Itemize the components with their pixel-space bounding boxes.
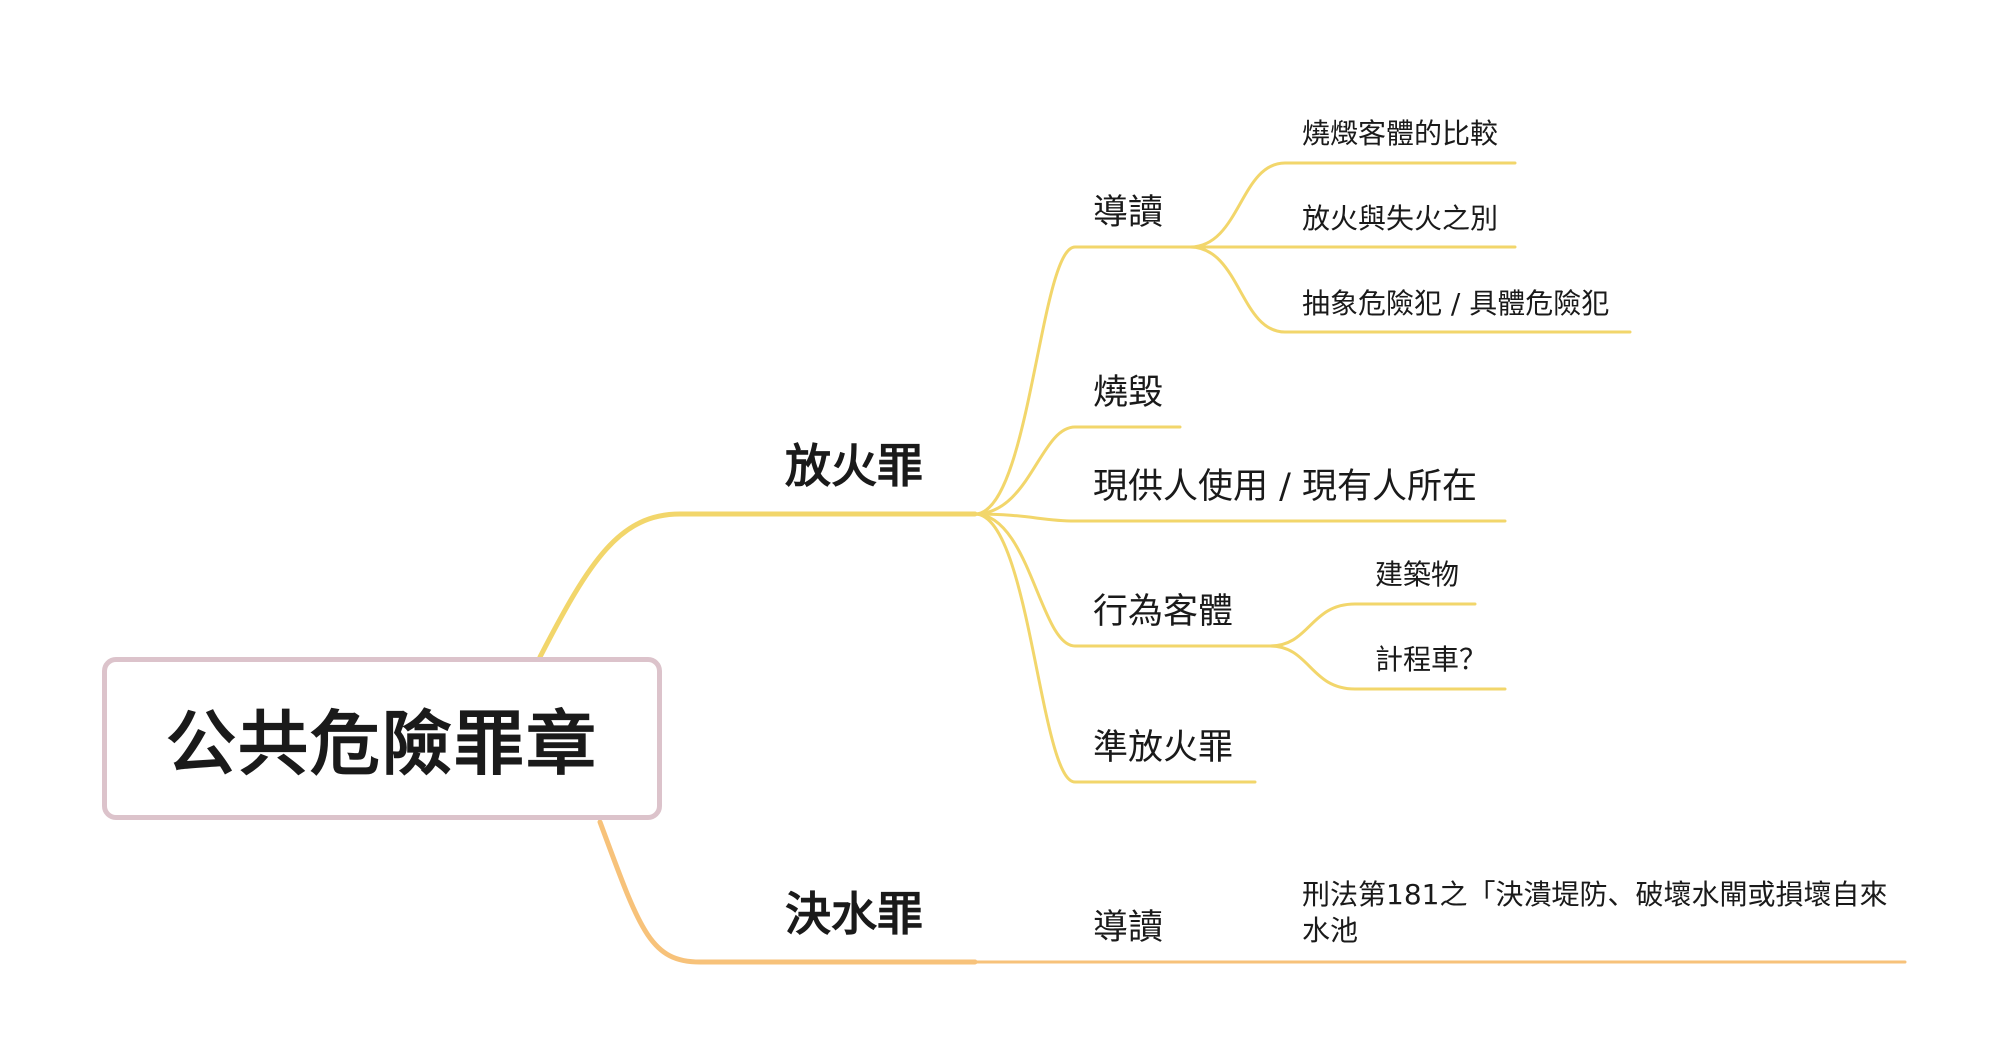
leaf-water-intro-note-label: 刑法第181之「決潰堤防、破壞水閘或損壞自來水池 — [1302, 878, 1888, 947]
branch-water[interactable]: 決水罪 — [785, 878, 923, 944]
topic-fire-burn-label: 燒毀 — [1093, 373, 1164, 413]
topic-fire-object[interactable]: 行為客體 — [1093, 583, 1233, 634]
link-fire-burn — [973, 425, 1182, 516]
leaf-water-intro-note[interactable]: 刑法第181之「決潰堤防、破壞水閘或損壞自來水池 — [1302, 877, 1902, 949]
link-fire-intro — [973, 245, 1192, 516]
branch-water-label: 決水罪 — [785, 887, 923, 941]
leaf-object-taxi[interactable]: 計程車？ — [1375, 638, 1487, 678]
link-fire-inuse — [973, 512, 1507, 523]
leaf-object-taxi-label: 計程車？ — [1375, 643, 1488, 676]
link-root-water — [597, 819, 978, 965]
topic-fire-inuse[interactable]: 現供人使用 / 現有人所在 — [1093, 458, 1477, 509]
topic-water-intro-label: 導讀 — [1093, 908, 1164, 948]
leaf-intro-compare-label: 燒燬客體的比較 — [1302, 117, 1499, 150]
leaf-intro-arson-vs-negligence-label: 放火與失火之別 — [1302, 202, 1499, 235]
topic-fire-burn[interactable]: 燒毀 — [1093, 364, 1163, 415]
link-object-1 — [1268, 602, 1477, 648]
link-fire-quasi — [973, 512, 1257, 784]
topic-fire-quasi[interactable]: 準放火罪 — [1093, 719, 1233, 770]
link-root-fire — [537, 511, 978, 660]
topic-fire-inuse-label: 現供人使用 / 現有人所在 — [1093, 467, 1478, 507]
branch-fire-label: 放火罪 — [785, 439, 923, 493]
link-intro-3 — [1188, 245, 1632, 334]
leaf-intro-danger-types-label: 抽象危險犯 / 具體危險犯 — [1302, 287, 1610, 320]
topic-fire-object-label: 行為客體 — [1093, 592, 1234, 632]
link-fire-object — [973, 512, 1272, 648]
topic-fire-quasi-label: 準放火罪 — [1093, 728, 1234, 768]
topic-fire-intro-label: 導讀 — [1093, 193, 1164, 233]
branch-fire[interactable]: 放火罪 — [785, 430, 923, 496]
leaf-intro-compare[interactable]: 燒燬客體的比較 — [1302, 112, 1498, 152]
root-topic-label: 公共危險罪章 — [166, 703, 598, 785]
root-topic[interactable]: 公共危險罪章 — [102, 657, 662, 820]
leaf-object-building[interactable]: 建築物 — [1375, 553, 1459, 593]
leaf-object-building-label: 建築物 — [1375, 558, 1460, 591]
link-intro-1 — [1188, 161, 1517, 249]
topic-fire-intro[interactable]: 導讀 — [1093, 184, 1163, 235]
leaf-intro-danger-types[interactable]: 抽象危險犯 / 具體危險犯 — [1302, 282, 1609, 322]
link-object-2 — [1268, 644, 1507, 691]
leaf-intro-arson-vs-negligence[interactable]: 放火與失火之別 — [1302, 197, 1498, 237]
topic-water-intro[interactable]: 導讀 — [1093, 899, 1163, 950]
